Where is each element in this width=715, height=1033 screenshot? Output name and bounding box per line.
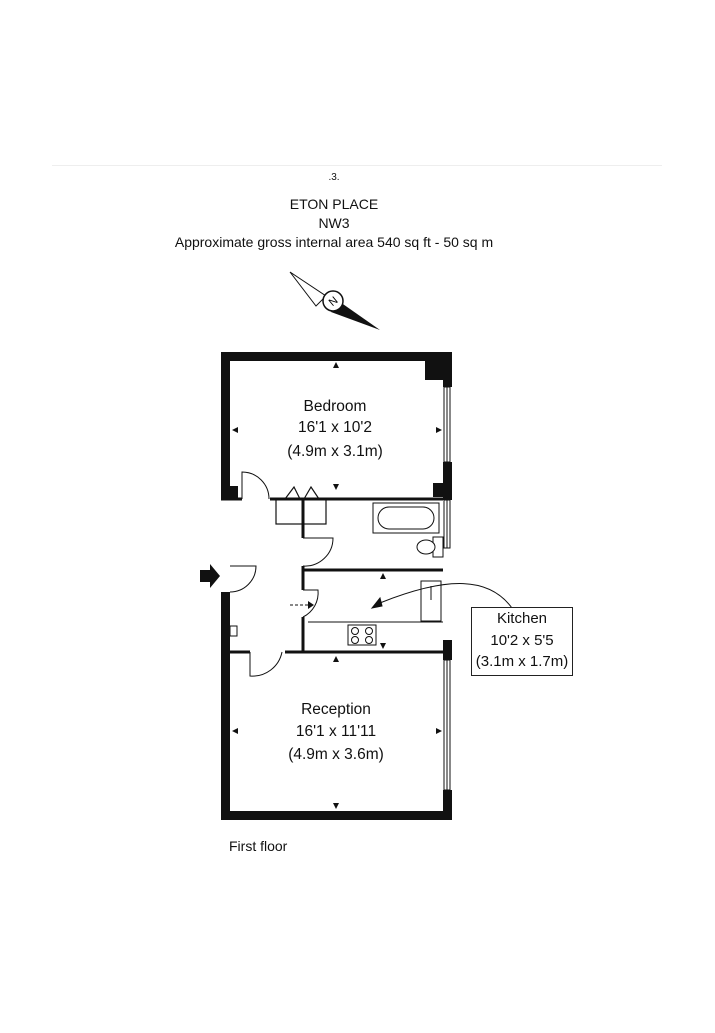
internal-area: Approximate gross internal area 540 sq f… [174, 234, 494, 250]
kitchen-metric: (3.1m x 1.7m) [475, 653, 569, 670]
bathroom-fixtures [372, 502, 444, 558]
reception-label: Reception 16'1 x 11'11 (4.9m x 3.6m) [288, 701, 384, 763]
bedroom-name: Bedroom [304, 398, 367, 415]
entrance-arrow-icon [200, 564, 220, 588]
kitchen-fittings [229, 580, 513, 646]
reception-imperial: 16'1 x 11'11 [296, 723, 376, 740]
reception-name: Reception [301, 701, 371, 718]
reception-metric: (4.9m x 3.6m) [288, 746, 384, 763]
dimension-markers [232, 362, 442, 809]
kitchen-name: Kitchen [496, 610, 548, 627]
bedroom-label: Bedroom 16'1 x 10'2 (4.9m x 3.1m) [287, 398, 383, 460]
kitchen-label-box: Kitchen 10'2 x 5'5 (3.1m x 1.7m) [471, 607, 573, 676]
outer-walls [221, 352, 452, 820]
bedroom-imperial: 16'1 x 10'2 [298, 419, 372, 436]
floor-label: First floor [229, 838, 288, 854]
wardrobe [275, 485, 327, 525]
top-divider [52, 165, 662, 166]
doors [229, 471, 334, 677]
bedroom-metric: (4.9m x 3.1m) [287, 443, 383, 460]
property-ref: .3. [328, 172, 340, 183]
property-district: NW3 [318, 215, 350, 231]
property-name: ETON PLACE [289, 196, 379, 212]
windows [443, 386, 451, 791]
kitchen-imperial: 10'2 x 5'5 [490, 632, 554, 649]
compass-icon: N [289, 271, 380, 330]
